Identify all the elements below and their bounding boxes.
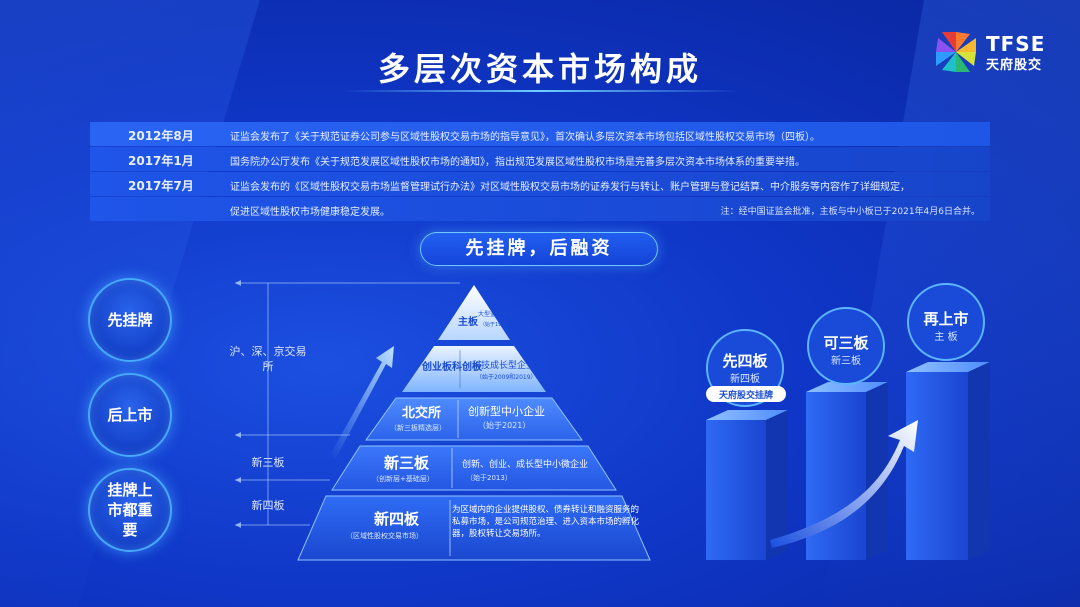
timeline-date: 2012年8月 [128,129,194,143]
guide-arrow-icon [235,522,241,528]
guide-arrow-icon [235,280,241,286]
pyramid-l4-desc: 创新、创业、成长型中小微企业 [462,458,588,470]
step-2-title: 可三板 [823,334,869,352]
pyramid-layer-3 [365,397,583,441]
pyramid-l3-sub: （始于2021） [478,420,530,430]
pyramid-l5-subname: （区域性股权交易市场） [346,531,423,540]
bar-2 [806,392,866,560]
step-bars [706,362,990,560]
guide-arrow-icon [235,432,241,438]
step-circle-2 [807,307,885,385]
logo-pinwheel-icon [936,32,976,72]
timeline-text: 证监会发布的《区域性股权交易市场监督管理试行办法》对区域性股权交易市场的证券发行… [230,182,910,193]
pyramid-layer-5 [297,495,651,561]
bar-top-1 [706,410,788,420]
guide-arrow-icon [235,477,241,483]
bar-side-1 [766,410,788,560]
timeline: 2012年8月 证监会发布了《关于规范证券公司参与区域性股权交易市场的指导意见》… [90,122,990,222]
step-2-sub: 新三板 [831,354,861,367]
step-circles [706,283,985,407]
pyramid-l2-sub: （始于2009和2019） [476,373,537,381]
pyramid-layer-2 [402,346,546,392]
timeline-row: 2012年8月 证监会发布了《关于规范证券公司参与区域性股权交易市场的指导意见》… [90,122,990,146]
timeline-date: 2017年1月 [128,154,194,168]
title-underline [340,90,740,92]
bar-top-2 [806,382,888,392]
pyramid-l5-desc-box: 为区域内的企业提供股权、债券转让和融资服务的私募市场，是公司规范治理、进入资本市… [452,505,640,539]
pyramid-top-desc: 大型蓝筹企业 [478,310,514,318]
timeline-note: 注：经中国证监会批准，主板与中小板已于2021年4月6日合并。 [720,207,980,217]
pyramid-l3-subname: （新三板精选层） [390,423,446,432]
circle-list-first: 先挂牌 [88,278,172,362]
step-3-title: 再上市 [923,310,968,328]
logo: TFSE 天府股交 [932,28,1062,78]
step-3-sub: 主 板 [934,330,957,343]
timeline-row: 2017年1月 国务院办公厅发布《关于规范发展区域性股权市场的通知》，指出规范发… [90,147,990,171]
logo-brand-text: TFSE [986,32,1046,56]
bar-side-2 [866,382,888,560]
slogan-badge: 先挂牌，后融资 [420,232,658,266]
step-1-badge-bg [706,386,786,402]
pyramid-l5-desc: 为区域内的企业提供股权、债券转让和融资服务的私募市场，是公司规范治理、进入资本市… [452,505,640,539]
pyramid-l4-subname: （创新层+基础层） [372,474,434,483]
growth-arrow-icon [770,420,918,548]
pyramid-l4-sub: （始于2013） [466,473,512,482]
page-title: 多层次资本市场构成 [377,50,702,88]
pyramid-l3-desc: 创新型中小企业 [468,404,545,418]
timeline-row: 2017年7月 证监会发布的《区域性股权交易市场监督管理试行办法》对区域性股权交… [90,172,990,196]
step-1-sub: 新四板 [730,372,760,385]
logo-brand-cn: 天府股交 [986,58,1043,73]
timeline-text: 促进区域性股权市场健康稳定发展。 [230,207,390,218]
circle-both-important: 挂牌上市都重要 [88,468,172,552]
bar-3 [906,372,968,560]
bar-side-3 [968,362,990,560]
timeline-text: 国务院办公厅发布《关于规范发展区域性股权市场的通知》，指出规范发展区域性股权市场… [230,157,805,168]
pyramid-l2-desc: 科技成长型企业 [472,359,535,371]
timeline-date: 2017年7月 [128,179,194,193]
circle-ipo: 后上市 [88,373,172,457]
pyramid-top-name: 主板 [458,315,479,328]
bar-1 [706,420,766,560]
pyramid-top-sub: （始于1990） [480,321,513,328]
guide-lines [235,282,460,526]
pyramid-l2-name: 创业板科创板 [421,360,483,373]
pyramid-l3-name: 北交所 [402,405,441,421]
step-1-badge: 天府股交挂牌 [719,389,773,401]
step-circle-3 [907,283,985,361]
rising-arrow-icon [330,346,394,458]
pyramid-l5-name: 新四板 [374,510,420,528]
pyramid-layer-top [438,285,510,340]
pyramid-layer-4 [331,445,617,491]
timeline-text: 证监会发布了《关于规范证券公司参与区域性股权交易市场的指导意见》，首次确认多层次… [230,132,820,143]
step-1-title: 先四板 [722,352,768,370]
timeline-row: 促进区域性股权市场健康稳定发展。 注：经中国证监会批准，主板与中小板已于2021… [90,197,990,221]
pyramid-l4-name: 新三板 [384,454,430,472]
bar-top-3 [906,362,990,372]
